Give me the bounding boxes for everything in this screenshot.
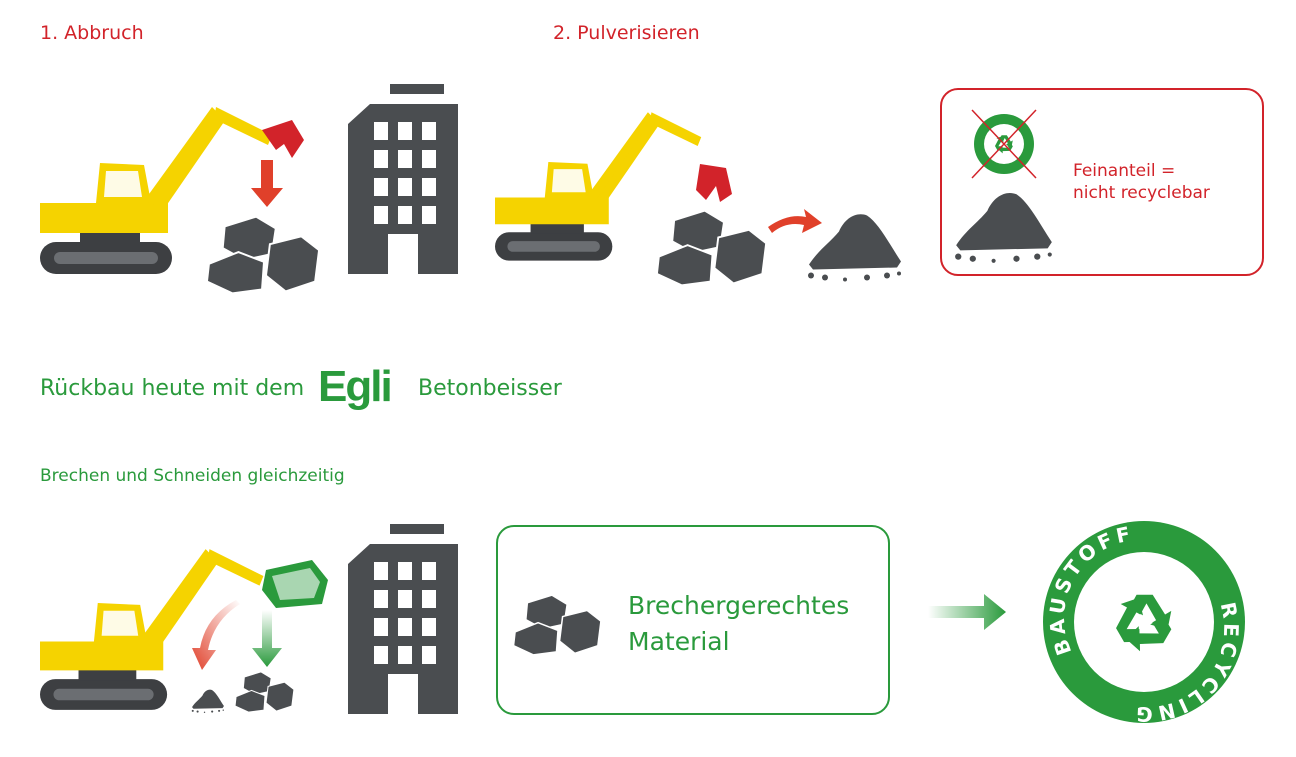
crusher-jaw-icon [262, 120, 304, 158]
arrow-down-icon [251, 160, 283, 207]
material-line2: Material [628, 627, 730, 656]
fine-material-line1: Feinanteil = [1073, 161, 1176, 181]
building-icon [348, 524, 458, 714]
green-arrow-right-icon [928, 594, 1006, 630]
step2-label: 2. Pulverisieren [553, 22, 700, 44]
fine-material-box [940, 88, 1264, 276]
rocks-icon [234, 671, 295, 713]
pulverizer-jaw-icon [696, 164, 732, 202]
crossed-recycling-badge-icon [971, 109, 1037, 179]
green-fade-arrow-icon [252, 610, 282, 667]
material-box [496, 525, 890, 715]
small-pile-icon [191, 689, 224, 713]
fine-pile-icon [955, 192, 1052, 263]
material-text: Brechergerechtes Material [628, 588, 849, 660]
building-icon [348, 84, 458, 274]
curved-arrow-icon [768, 209, 822, 233]
rocks-icon [655, 209, 768, 287]
fine-material-text: Feinanteil = nicht recyclebar [1073, 160, 1210, 204]
fine-pile-icon [808, 214, 901, 282]
headline-before: Rückbau heute mit dem [40, 376, 305, 401]
subline: Brechen und Schneiden gleichzeitig [40, 466, 345, 486]
step1-label: 1. Abbruch [40, 22, 144, 44]
rocks-icon [512, 594, 602, 656]
baustoff-recycling-badge-icon: BAUSTOFF RECYCLING [1043, 521, 1245, 727]
egli-logo: Egli [318, 362, 393, 411]
headline-after: Betonbeisser [418, 376, 562, 401]
red-fade-arrow-icon [192, 600, 240, 670]
material-line1: Brechergerechtes [628, 591, 850, 620]
egli-betonbeisser-icon [262, 560, 328, 608]
fine-material-line2: nicht recyclebar [1073, 183, 1210, 203]
rocks-icon [205, 215, 321, 295]
